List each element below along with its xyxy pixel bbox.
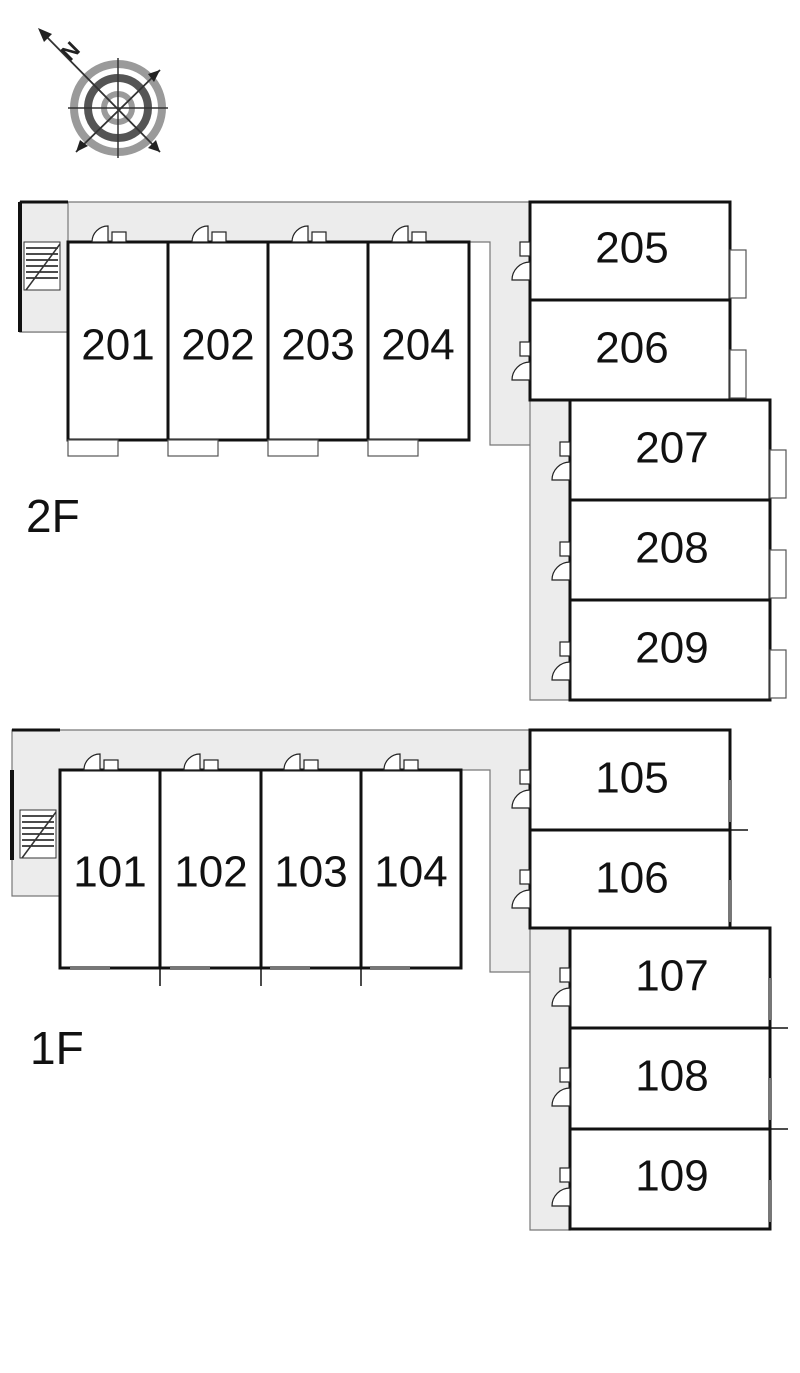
unit-label-203: 203	[281, 321, 354, 370]
floor-label-2f: 2F	[26, 490, 80, 542]
unit-label-108: 108	[635, 1052, 708, 1101]
unit-101: 101	[58, 753, 162, 970]
unit-103: 103	[259, 753, 363, 986]
unit-202: 202	[166, 225, 270, 457]
compass-rose-icon	[38, 28, 168, 158]
unit-108: 108	[551, 1026, 788, 1131]
unit-label-205: 205	[595, 224, 668, 273]
unit-label-107: 107	[635, 952, 708, 1001]
unit-label-102: 102	[174, 848, 247, 897]
unit-label-202: 202	[181, 321, 254, 370]
floor-1f: 101 102 103 104	[10, 728, 788, 1231]
unit-109: 109	[551, 1127, 772, 1231]
north-letter: N	[56, 37, 85, 66]
unit-label-204: 204	[381, 321, 454, 370]
unit-label-105: 105	[595, 754, 668, 803]
unit-107: 107	[551, 926, 788, 1030]
unit-208: 208	[551, 498, 787, 602]
unit-207: 207	[551, 398, 787, 502]
unit-104: 104	[359, 753, 463, 986]
unit-label-207: 207	[635, 424, 708, 473]
unit-label-209: 209	[635, 624, 708, 673]
floor-label-1f: 1F	[30, 1022, 84, 1074]
unit-label-201: 201	[81, 321, 154, 370]
unit-205: 205	[511, 200, 747, 302]
staircase	[23, 241, 61, 291]
unit-105: 105	[511, 728, 748, 832]
unit-label-206: 206	[595, 324, 668, 373]
unit-label-101: 101	[73, 848, 146, 897]
unit-label-103: 103	[274, 848, 347, 897]
unit-label-104: 104	[374, 848, 447, 897]
unit-label-208: 208	[635, 524, 708, 573]
floor-2f: 201 202 203 204 20	[18, 200, 787, 702]
unit-209: 209	[551, 598, 787, 702]
unit-203: 203	[266, 225, 370, 457]
unit-label-109: 109	[635, 1152, 708, 1201]
unit-206: 206	[511, 298, 747, 402]
unit-102: 102	[158, 753, 263, 986]
unit-label-106: 106	[595, 854, 668, 903]
unit-201: 201	[66, 225, 170, 457]
unit-106: 106	[511, 828, 732, 930]
unit-204: 204	[366, 225, 471, 457]
staircase	[16, 770, 57, 859]
